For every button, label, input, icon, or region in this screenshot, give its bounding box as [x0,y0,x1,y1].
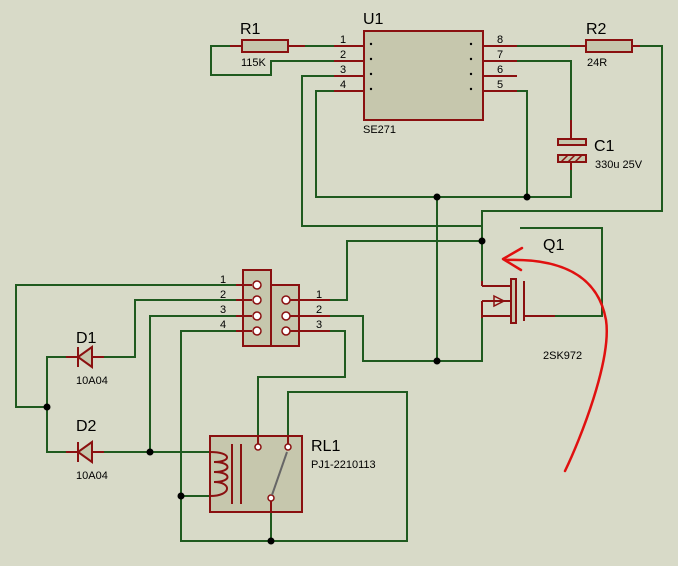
j1-pin-1: 1 [220,274,226,286]
rl1-ref: RL1 [311,438,340,455]
j2-pin-2: 2 [316,304,322,316]
u1-pin-3: 3 [340,64,346,76]
resistor-r2[interactable]: R2 24R [570,21,640,69]
u1-pin-6: 6 [497,64,503,76]
u1-pin-7: 7 [497,49,503,61]
r2-value: 24R [587,57,607,69]
annotation-arrow [501,246,608,473]
q1-value: 2SK972 [543,350,582,362]
u1-pin-5: 5 [497,79,503,91]
rl1-value: PJ1-2210113 [311,459,376,471]
u1-pin-2: 2 [340,49,346,61]
j1-pin-3: 3 [220,304,226,316]
q1-ref: Q1 [543,237,564,254]
connector-j1[interactable]: 1 2 3 4 [220,269,272,347]
u1-ref: U1 [363,11,384,28]
d1-ref: D1 [76,330,97,347]
diode-d1[interactable]: D1 10A04 [66,330,108,387]
d2-ref: D2 [76,418,97,435]
u1-pin-markers [369,42,473,91]
j2-pin-3: 3 [316,319,322,331]
r1-ref: R1 [240,21,261,38]
u1-value: SE271 [363,124,396,136]
d1-value: 10A04 [76,375,108,387]
c1-ref: C1 [594,138,615,155]
capacitor-c1[interactable]: C1 330u 25V [557,120,643,171]
diode-d2[interactable]: D2 10A04 [66,418,108,482]
d2-value: 10A04 [76,470,108,482]
u1-pin-1: 1 [340,34,346,46]
u1-pin-8: 8 [497,34,503,46]
junction-dots [43,193,531,545]
r2-ref: R2 [586,21,607,38]
relay-rl1[interactable]: RL1 PJ1-2210113 [209,435,376,513]
j1-pin-4: 4 [220,319,226,331]
wires [15,45,663,542]
u1-pin-4: 4 [340,79,346,91]
j1-pin-2: 2 [220,289,226,301]
c1-value: 330u 25V [595,159,643,171]
connector-j2[interactable]: 1 2 3 [270,284,330,347]
resistor-r1[interactable]: R1 115K [230,21,305,69]
j2-pin-1: 1 [316,289,322,301]
r1-value: 115K [241,57,267,69]
ic-u1[interactable]: U1 1 2 3 4 8 7 6 5 SE271 [334,11,517,136]
mosfet-q1[interactable]: Q1 2SK972 [481,237,582,362]
